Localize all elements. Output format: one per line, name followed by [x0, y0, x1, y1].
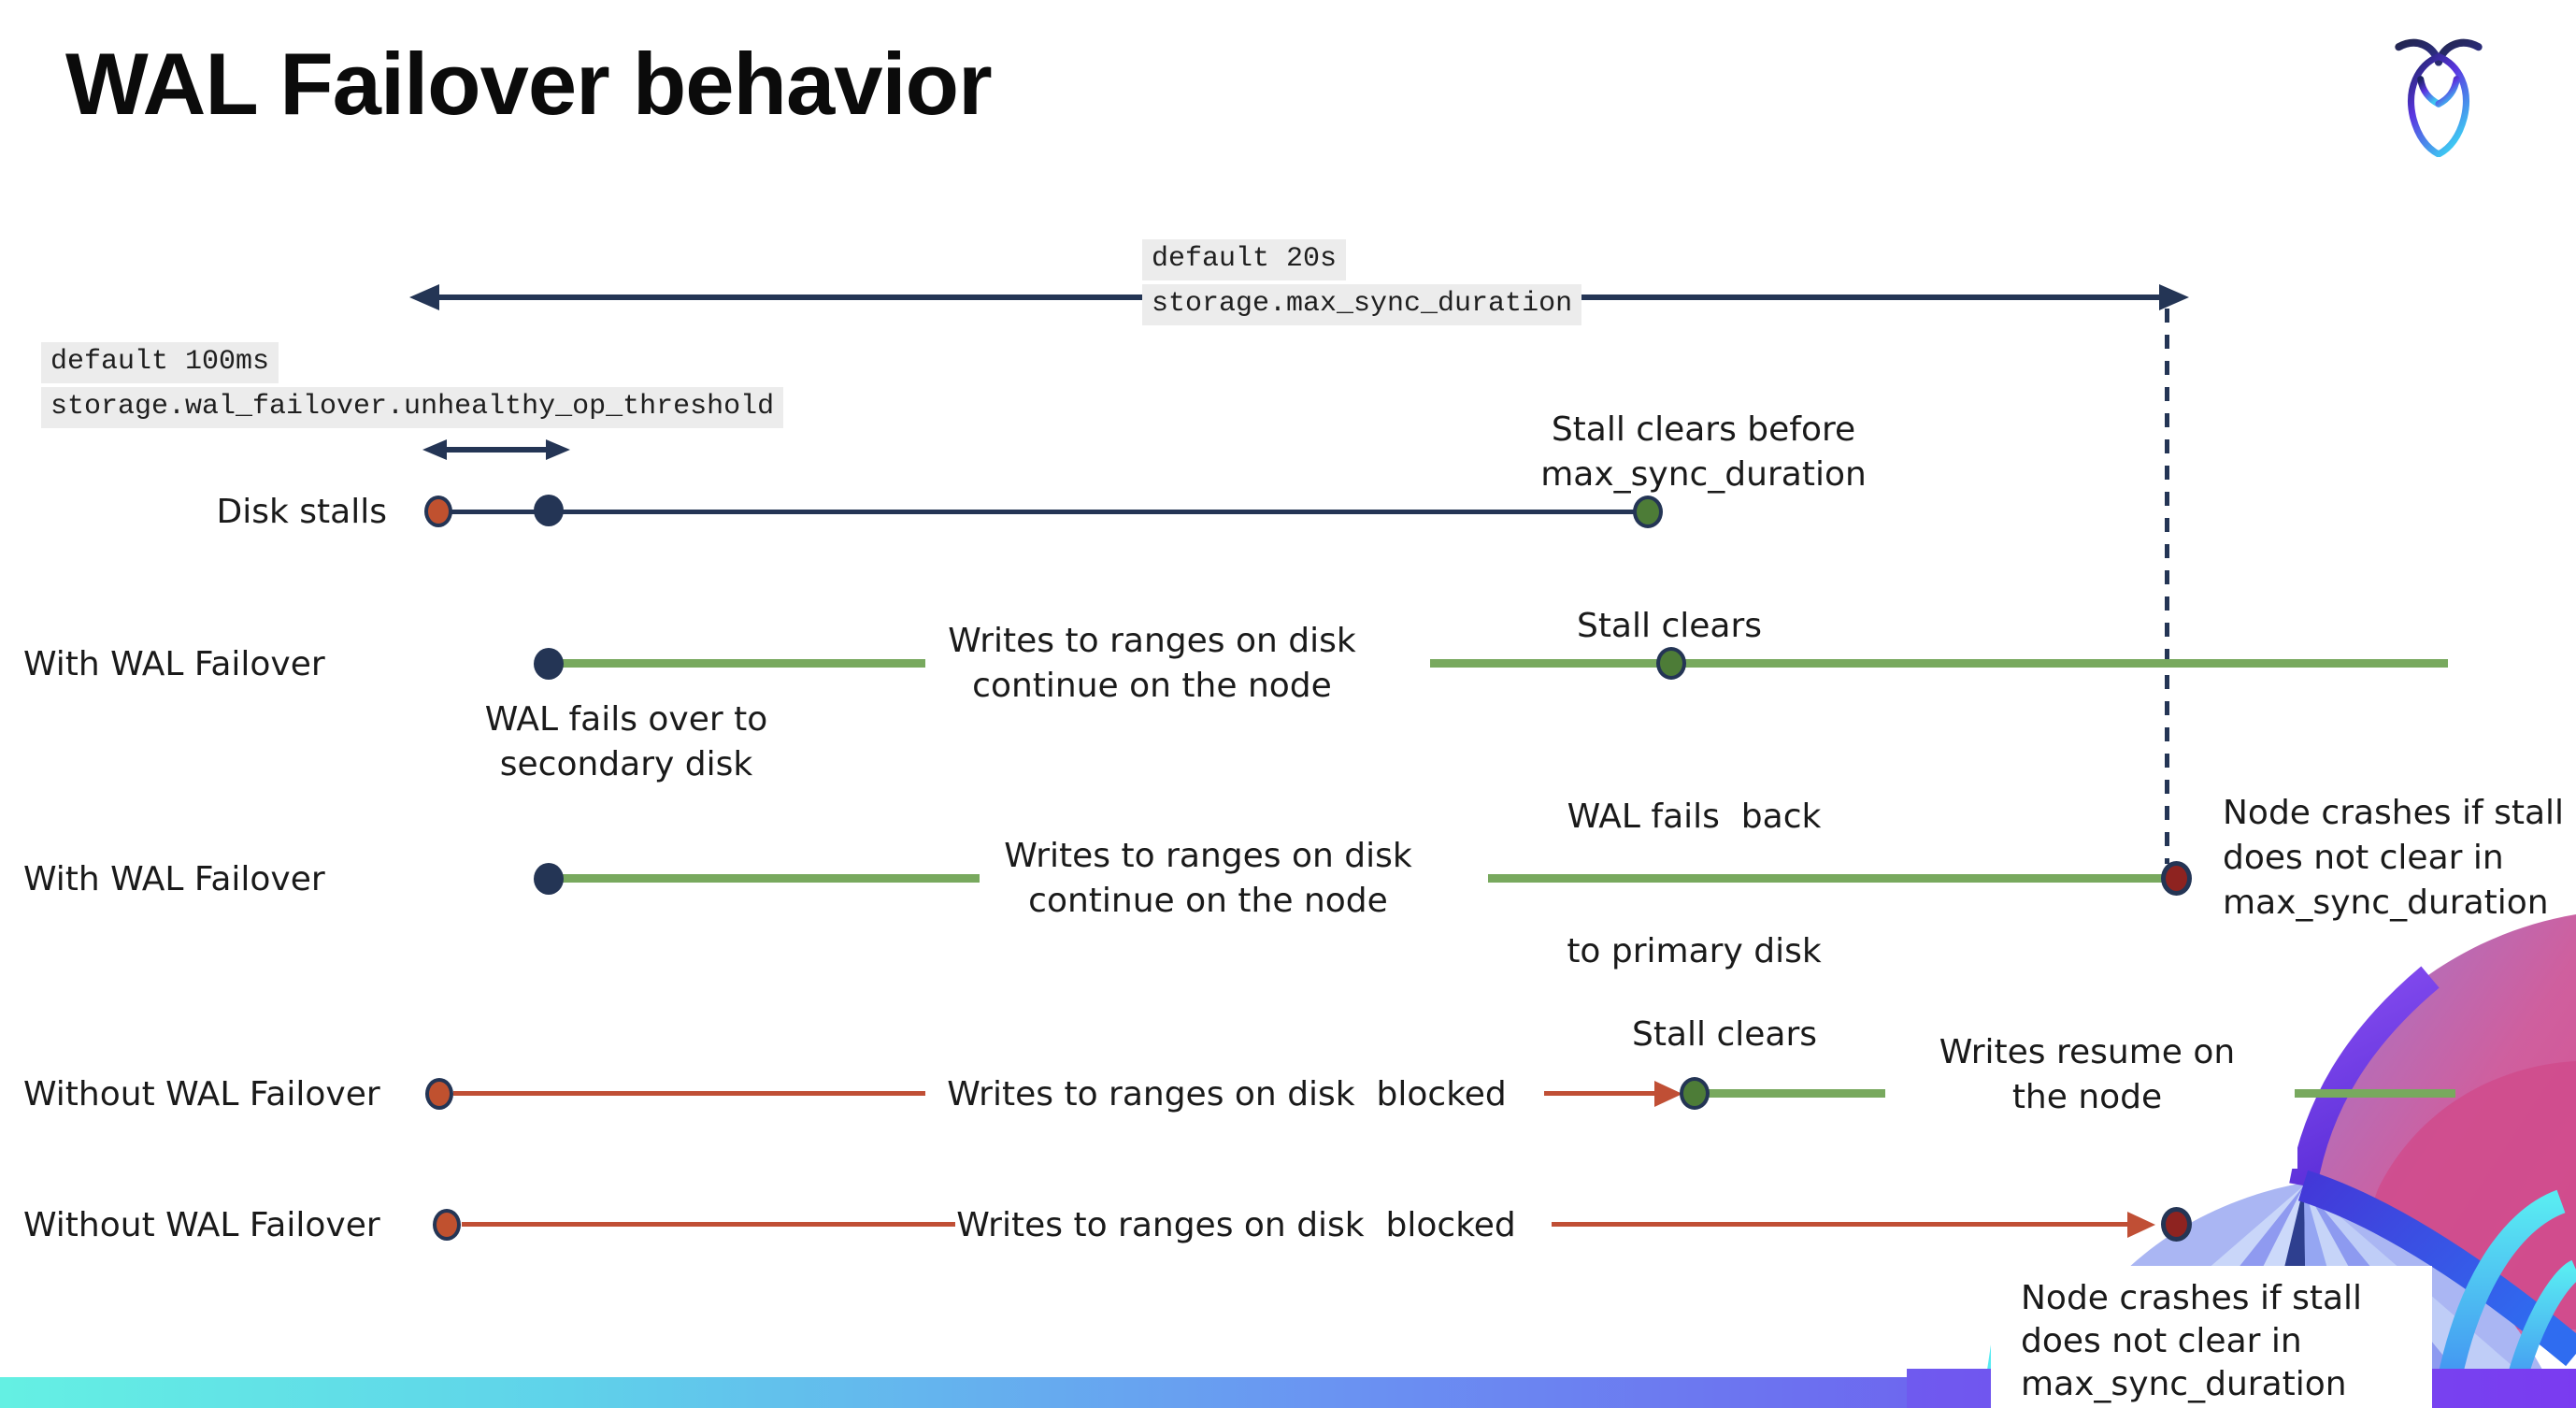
writes-blocked-annotation: Writes to ranges on disk blocked [956, 1206, 1516, 1244]
writes-blocked-line [462, 1222, 955, 1227]
row-label-without-wal-failover: Without WAL Failover [23, 1206, 380, 1244]
writes-blocked-annotation: Writes to ranges on disk blocked [947, 1075, 1507, 1113]
row-label-disk-stalls: Disk stalls [216, 493, 387, 531]
max-sync-default-value: default 20s [1142, 239, 1347, 280]
node-crash-dot [2161, 861, 2192, 896]
blocked-arrowhead-icon [2127, 1212, 2155, 1238]
max-sync-dashed-line [2165, 309, 2169, 864]
stall-clears-annotation: Stall clears [1631, 1015, 1818, 1054]
node-crash-dot [2161, 1207, 2192, 1242]
max-sync-setting-name: storage.max_sync_duration [1142, 284, 1582, 325]
unhealthy-op-default-value: default 100ms [41, 342, 279, 383]
row-label-without-wal-failover: Without WAL Failover [23, 1075, 380, 1113]
failover-threshold-dot [534, 495, 564, 526]
writes-continue-line [561, 659, 925, 668]
max-sync-arrowhead-right-icon [2159, 284, 2189, 310]
node-crashes-annotation: Node crashes if stall does not clear in … [2223, 794, 2565, 922]
writes-blocked-line [1544, 1091, 1659, 1096]
stall-start-dot [424, 496, 452, 527]
writes-continue-line [561, 874, 980, 883]
writes-continue-line [1488, 874, 2166, 883]
stall-clears-dot [1680, 1077, 1710, 1110]
threshold-arrowhead-left-icon [422, 439, 447, 460]
blocked-arrowhead-icon [1654, 1081, 1682, 1107]
writes-resume-annotation: Writes resume on the node [1939, 1033, 2236, 1116]
row-label-with-wal-failover: With WAL Failover [23, 860, 325, 898]
failover-dot [534, 648, 564, 680]
stall-clears-annotation: Stall clears [1576, 607, 1763, 645]
threshold-arrowhead-right-icon [546, 439, 570, 460]
node-crashes-annotation: Node crashes if stall does not clear in … [2021, 1279, 2363, 1403]
writes-blocked-line [1552, 1222, 2131, 1227]
failover-dot [534, 863, 564, 895]
writes-continue-annotation: Writes to ranges on disk continue on the… [948, 622, 1356, 705]
max-sync-arrowhead-left-icon [409, 284, 439, 310]
writes-resume-line [2295, 1089, 2455, 1098]
page-title: WAL Failover behavior [65, 35, 993, 133]
stall-start-dot [425, 1078, 453, 1110]
unhealthy-op-threshold-label: default 100ms storage.wal_failover.unhea… [41, 342, 784, 428]
unhealthy-op-setting-name: storage.wal_failover.unhealthy_op_thresh… [41, 387, 784, 428]
node-crashes-callout-box [1991, 1266, 2432, 1408]
writes-resume-line [1708, 1089, 1885, 1098]
writes-blocked-line [453, 1091, 925, 1096]
writes-continue-line [1430, 659, 2448, 668]
stall-clears-dot [1656, 647, 1686, 680]
wal-fails-over-annotation: WAL fails over to secondary disk [484, 700, 768, 783]
art-cyan-leg [2432, 1189, 2566, 1408]
stall-start-dot [433, 1209, 461, 1241]
art-purple-arc [2289, 966, 2440, 1188]
row-label-with-wal-failover: With WAL Failover [23, 645, 325, 683]
threshold-span-line [445, 447, 546, 453]
wal-fails-back-annotation: WAL fails back to primary disk [1567, 797, 1822, 970]
writes-resume-backdrop [1912, 1006, 2297, 1169]
max-sync-duration-label: default 20s storage.max_sync_duration [1142, 239, 1582, 325]
disk-stalls-timeline [438, 510, 1648, 514]
stall-clears-before-annotation: Stall clears before max_sync_duration [1540, 410, 1867, 494]
cockroachdb-logo-icon [2395, 38, 2483, 157]
writes-continue-annotation: Writes to ranges on disk continue on the… [1004, 837, 1412, 920]
stall-clears-dot [1633, 496, 1663, 528]
